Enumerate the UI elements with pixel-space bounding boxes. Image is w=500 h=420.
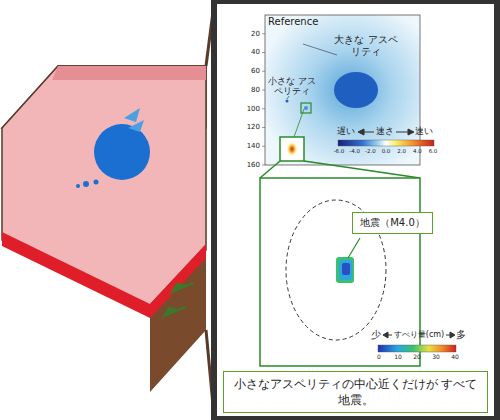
callout-box: 地震（M4.0） — [352, 212, 433, 234]
axis-tick: 120 — [247, 123, 260, 131]
scale-word: 多 — [456, 329, 466, 341]
axis-tick: 160 — [247, 161, 260, 169]
scale-tick: 10 — [394, 354, 402, 361]
node-text: 地震（M4.0） — [359, 216, 426, 230]
slip-blob — [336, 257, 354, 283]
scale-word: 速さ — [376, 126, 394, 136]
scale-tick: 0 — [377, 354, 381, 361]
slip-colorbar — [378, 345, 456, 352]
zoom-source-box — [280, 137, 304, 161]
scale-tick: 40 — [451, 354, 459, 361]
axis-tick: 60 — [251, 67, 260, 75]
scale-tick: 4.0 — [413, 148, 422, 154]
node-text: 小さなアスペリティの中心近くだけが すべて地震。 — [232, 376, 479, 408]
scale-tick: -2.0 — [365, 148, 376, 154]
fault-block — [2, 66, 206, 392]
map-title: Reference — [268, 16, 318, 28]
panel-frame — [211, 0, 500, 420]
small-asperity-box — [301, 103, 311, 113]
axis-tick: 40 — [251, 48, 260, 56]
scale-tick: 2.0 — [397, 148, 406, 154]
axis-tick: 100 — [247, 105, 260, 113]
asperity-label: 大きな アスペリティ — [334, 34, 398, 57]
panel-ground — [217, 4, 494, 416]
large-asperity — [334, 72, 378, 108]
scale-word: 少 — [371, 329, 381, 341]
scale-word: 遅い — [337, 126, 355, 136]
scale-tick: -4.0 — [349, 148, 360, 154]
scale-title: すべり量(cm) — [394, 330, 444, 339]
axis-tick: 140 — [247, 142, 260, 150]
scale-tick: 0.0 — [382, 148, 391, 154]
caption-box: 小さなアスペリティの中心近くだけが すべて地震。 — [223, 371, 488, 413]
scale-tick: 20 — [413, 354, 421, 361]
callout-pointer — [348, 238, 360, 258]
scale-tick: 30 — [432, 354, 440, 361]
axis-tick: 80 — [251, 86, 260, 94]
axis-tick: 20 — [251, 30, 260, 38]
scale-tick: -6.0 — [334, 148, 345, 154]
asperity-label: 小さな アスペリティ — [266, 76, 318, 97]
velocity-colorbar — [338, 140, 434, 146]
scale-tick: 6.0 — [429, 148, 438, 154]
scale-word: 速い — [415, 126, 433, 136]
